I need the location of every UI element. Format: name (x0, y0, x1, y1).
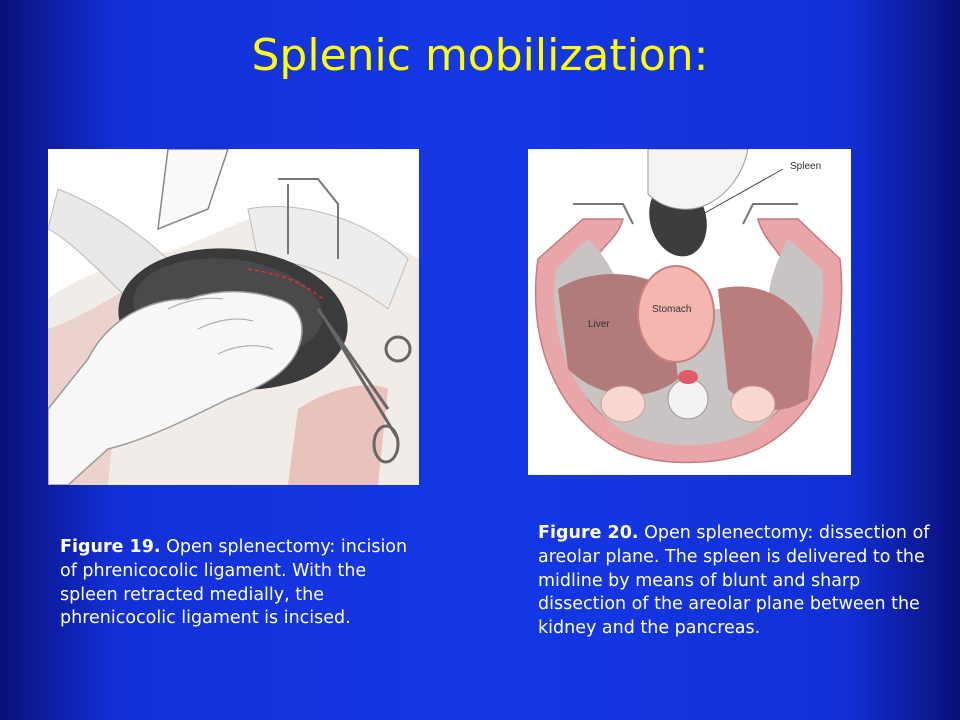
slide-title: Splenic mobilization: (251, 30, 709, 81)
figure-20-caption-label: Figure 20. (538, 523, 639, 543)
figure-20-caption-text: Open splenectomy: dissection of areolar … (538, 523, 930, 639)
figure-19-caption-label: Figure 19. (60, 537, 161, 557)
liver-label: Liver (588, 319, 610, 330)
figure-19-illustration (48, 149, 419, 485)
spleen-label: Spleen (790, 161, 821, 172)
figure-20-illustration: Spleen Stomach Liver (528, 149, 851, 475)
figure-20-caption: Figure 20. Open splenectomy: dissection … (538, 522, 938, 641)
figure-19-caption: Figure 19. Open splenectomy: incision of… (60, 536, 420, 631)
figure-19-caption-text: Open splenectomy: incision of phrenicoco… (60, 537, 408, 629)
stomach-label: Stomach (652, 304, 691, 315)
